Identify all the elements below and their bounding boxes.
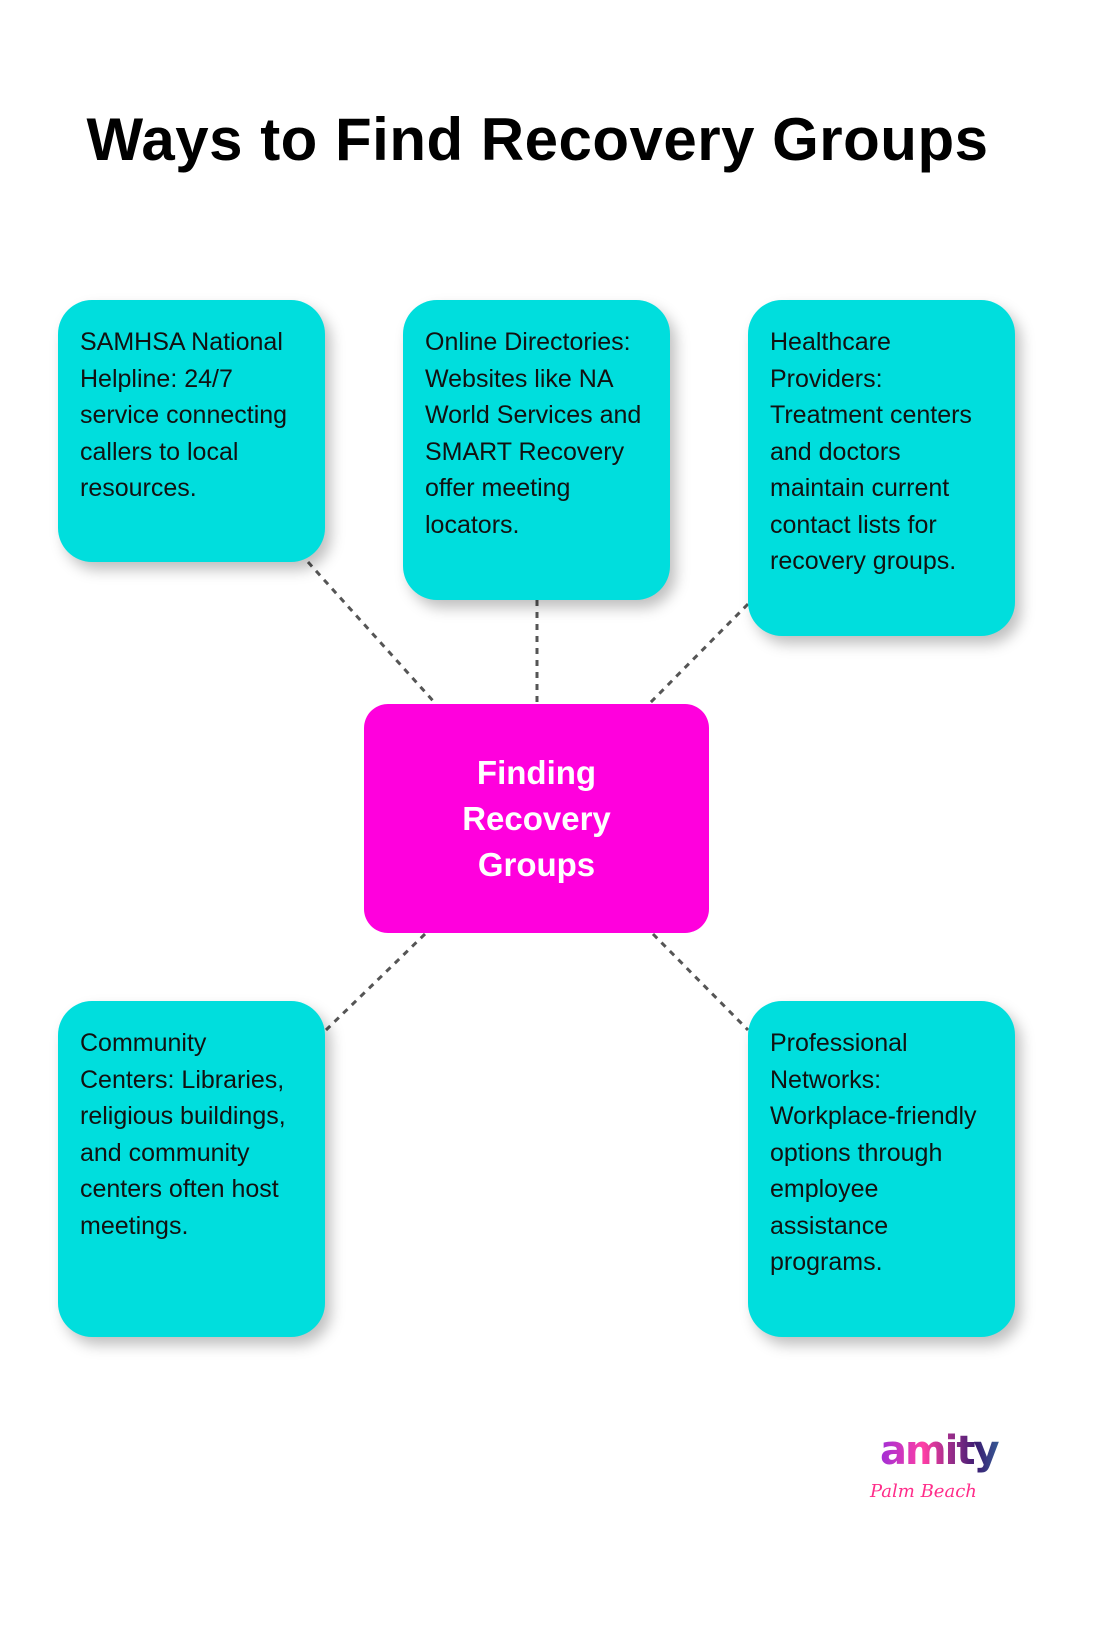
connector-1 — [306, 560, 437, 705]
node-professional-networks: Professional Networks: Workplace-friendl… — [748, 1001, 1015, 1337]
node-online-directories: Online Directories: Websites like NA Wor… — [403, 300, 670, 600]
node-community-centers: Community Centers: Libraries, religious … — [58, 1001, 325, 1337]
connector-5 — [651, 932, 750, 1032]
center-node: Finding Recovery Groups — [364, 704, 709, 933]
amity-logo: amity Palm Beach — [870, 1428, 1030, 1528]
node-samhsa-helpline: SAMHSA National Helpline: 24/7 service c… — [58, 300, 325, 562]
logo-word: amity — [870, 1428, 1030, 1474]
node-healthcare-providers: Healthcare Providers: Treatment centers … — [748, 300, 1015, 636]
logo-script: Palm Beach — [870, 1481, 977, 1502]
page-title: Ways to Find Recovery Groups — [86, 106, 989, 173]
connector-4 — [324, 932, 427, 1032]
connector-3 — [648, 602, 750, 705]
